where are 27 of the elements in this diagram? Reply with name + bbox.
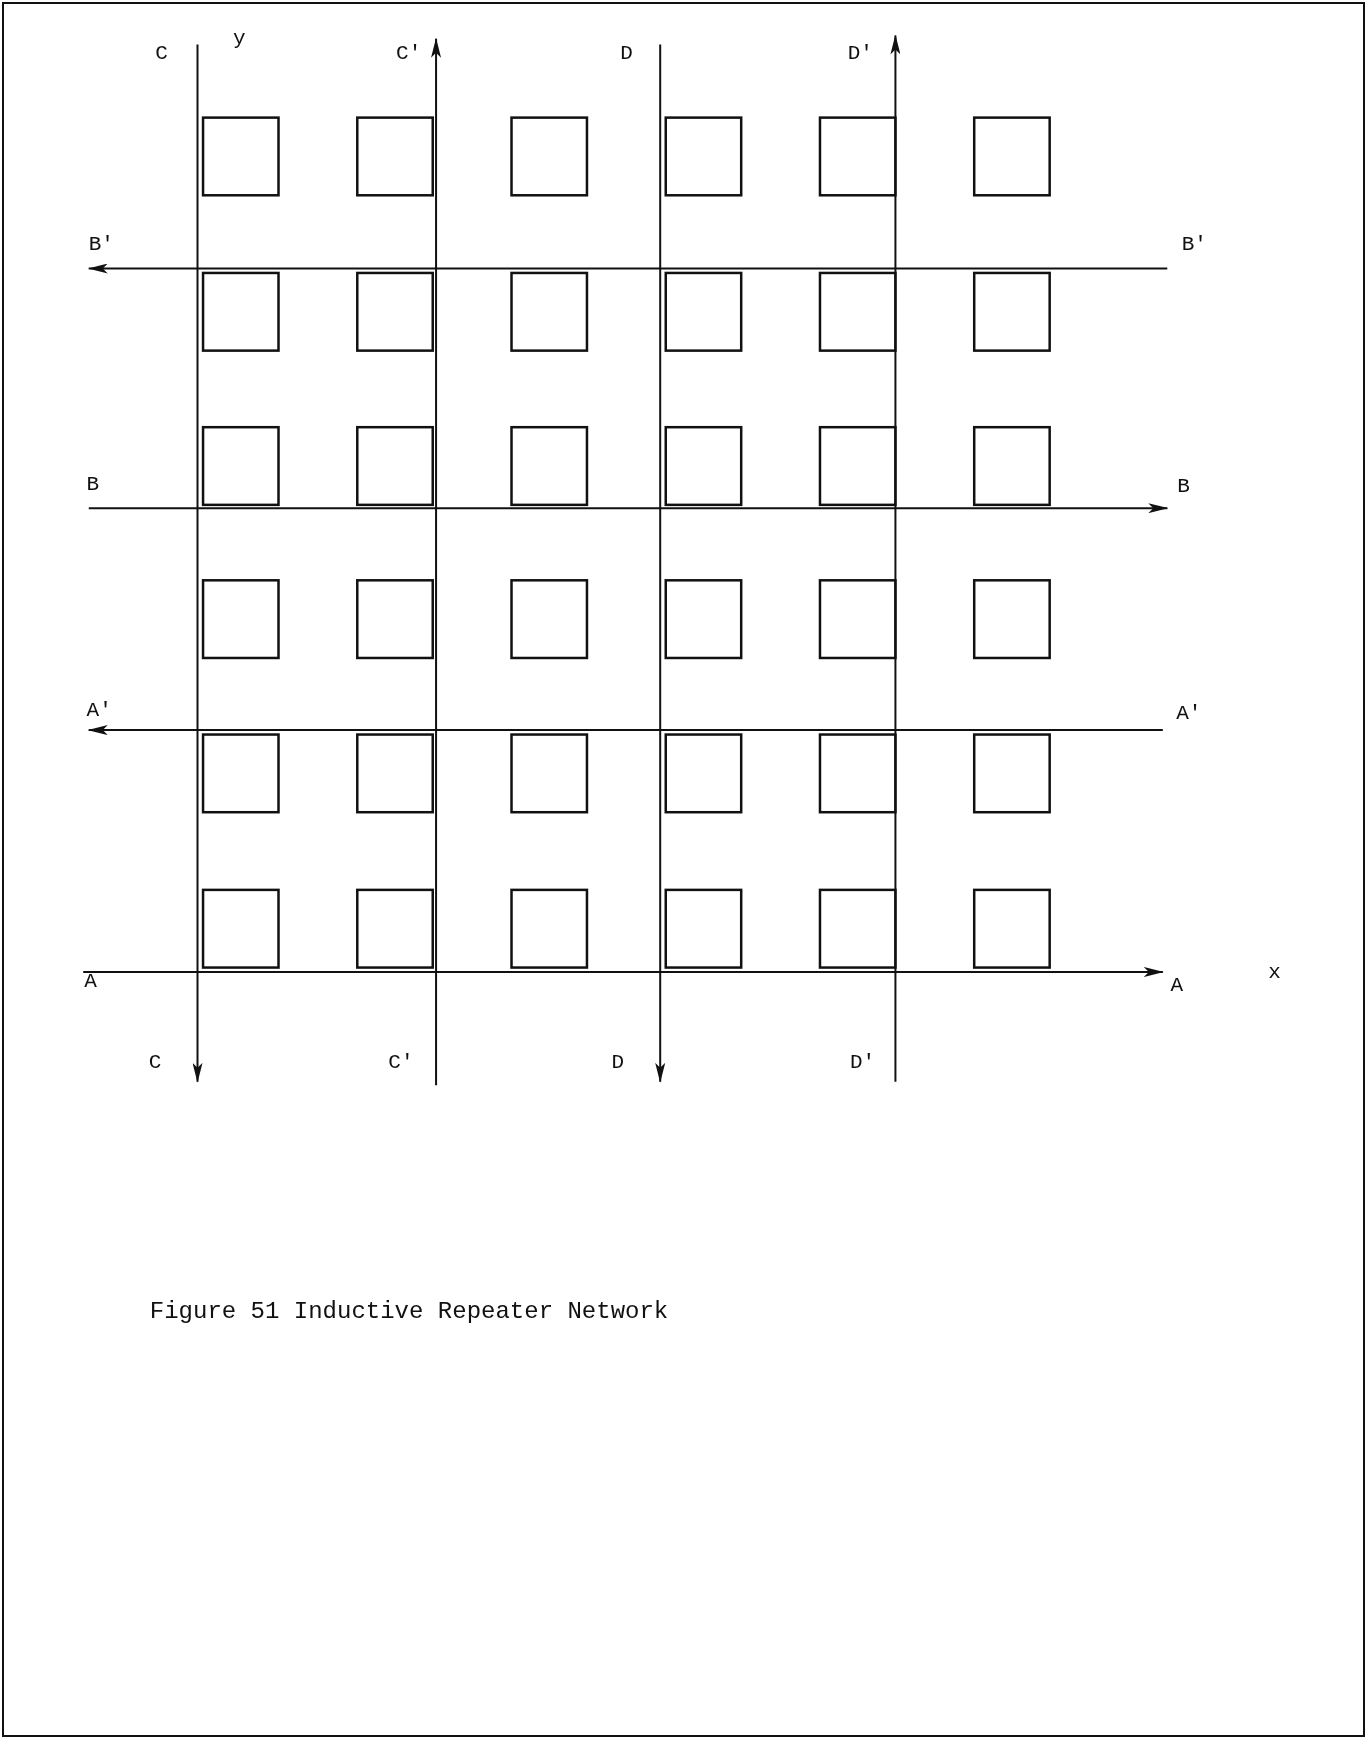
wire-line [655,43,666,1083]
wire-line [890,34,901,1083]
line-label: B' [1181,233,1207,257]
line-label: C [148,1050,162,1075]
line-label: D [620,42,633,67]
wire-line [192,43,203,1083]
line-label: A' [1176,702,1202,727]
axis-label: y [233,26,246,51]
axis-label: x [1268,960,1281,985]
line-label: A [1170,974,1184,999]
line-label: C' [396,42,422,67]
line-label: A [84,969,97,994]
line-label: D' [849,1050,876,1075]
line-label: D [611,1050,624,1075]
line-label: B [1177,474,1190,499]
wire-line [87,503,1169,514]
wire-line [431,37,442,1087]
line-label: C' [388,1050,414,1075]
line-label: B [86,472,100,497]
line-label: C [155,42,168,67]
wire-line [82,967,1164,977]
wire-line [87,263,1169,274]
wire-line [87,725,1164,736]
line-label: D' [847,42,873,67]
line-label: B' [88,233,114,257]
line-label: A' [86,699,112,724]
figure-caption: Figure 51 Inductive Repeater Network [149,1300,669,1325]
